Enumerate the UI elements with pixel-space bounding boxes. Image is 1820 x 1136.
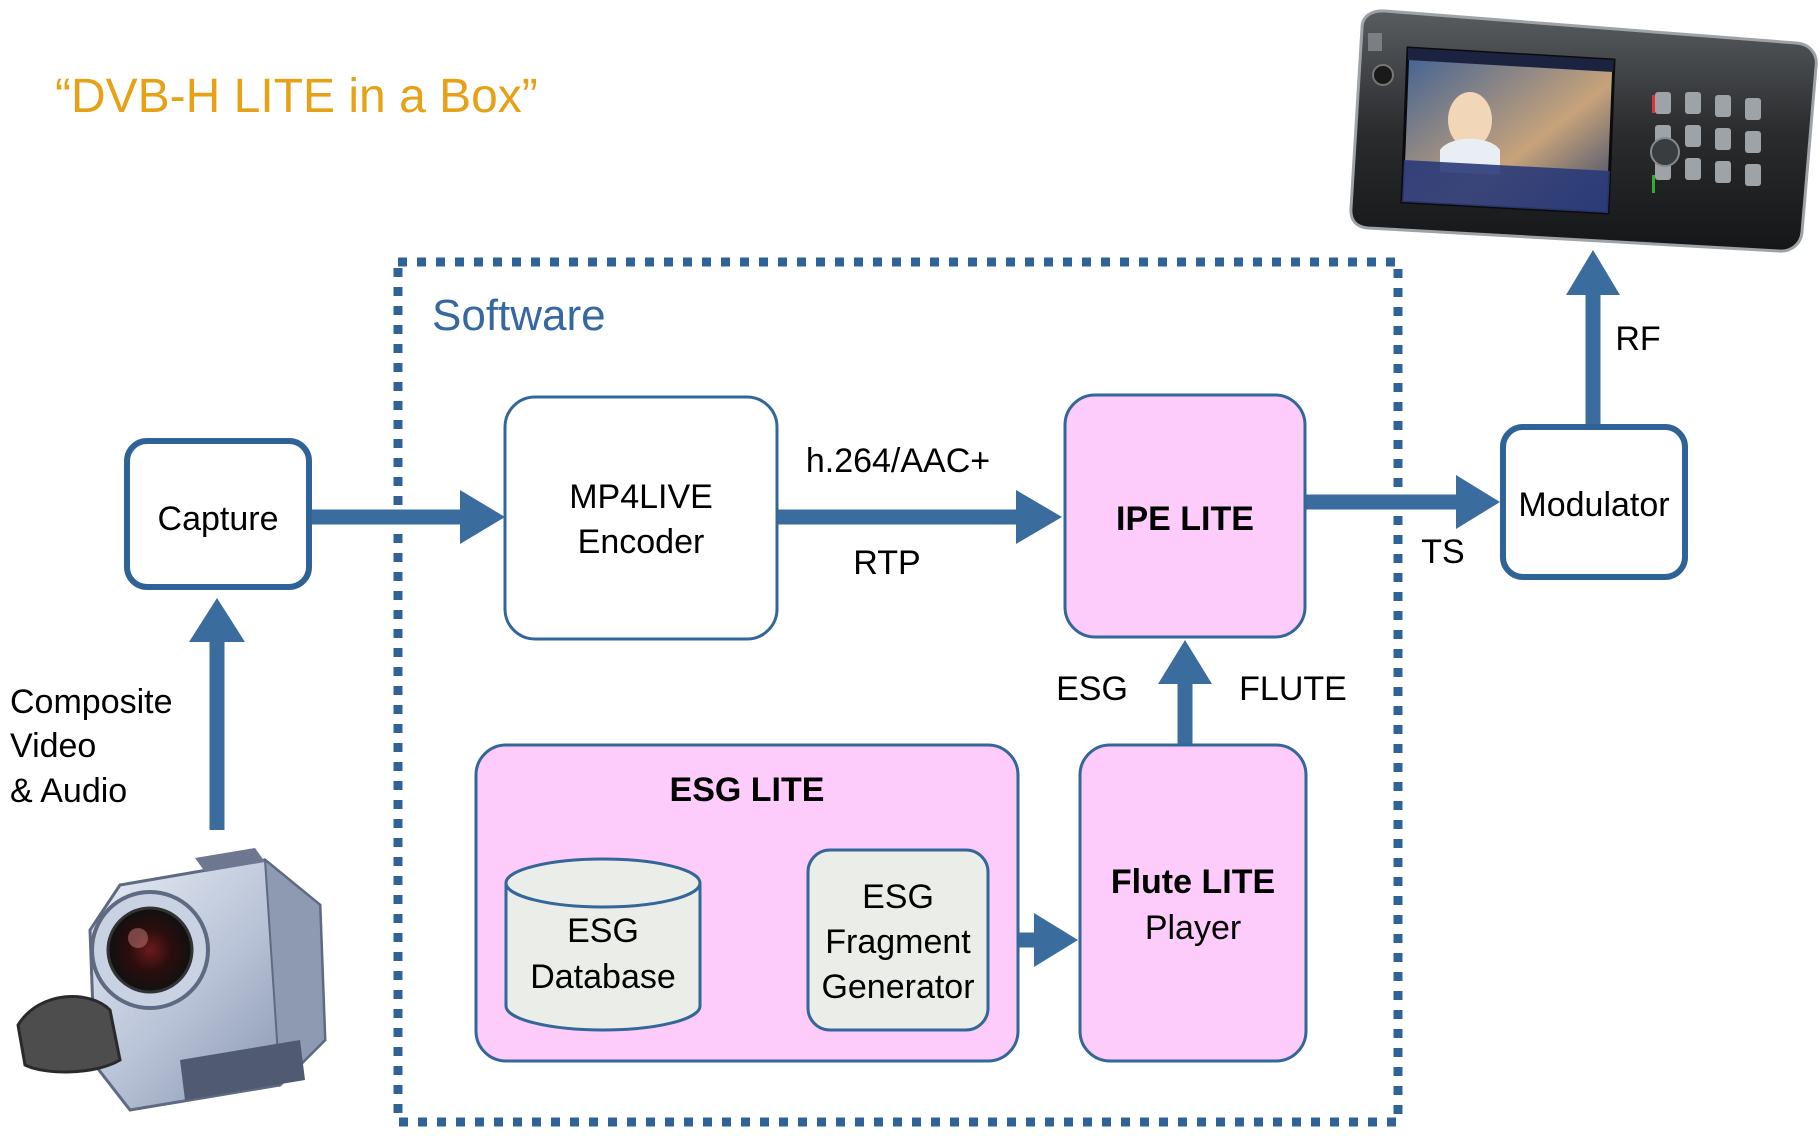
database-cylinder-body (504, 883, 702, 1032)
arrowhead-capture (189, 598, 245, 642)
arrowhead-encoder (460, 490, 505, 544)
input-label-line3: & Audio (10, 772, 127, 810)
codec-label: h.264/AAC+ (806, 442, 990, 480)
ipe-lite-box (1063, 393, 1307, 639)
arrowhead-ipe-bottom (1158, 640, 1212, 684)
arrowhead-ipe (1016, 490, 1062, 544)
modulator-block: Modulator (1500, 424, 1688, 580)
flute-lite-block: Flute LITE Player (1078, 743, 1308, 1063)
arrowhead-modulator (1456, 475, 1500, 529)
database-cylinder-top (504, 857, 702, 909)
capture-block: Capture (124, 438, 312, 590)
input-label: Composite Video & Audio (10, 683, 173, 810)
encoder-block: MP4LIVE Encoder (503, 395, 779, 641)
encoder-label-line1: MP4LIVE (569, 478, 713, 516)
flute-arrow-label: FLUTE (1239, 670, 1347, 708)
flute-lite-label-line2: Player (1145, 909, 1241, 947)
generator-label-line2: Fragment (825, 923, 971, 961)
rf-label: RF (1615, 320, 1660, 358)
capture-label: Capture (158, 500, 279, 538)
esg-lite-block: ESG LITE ESG Database ESG Fragment Gener… (474, 743, 1020, 1063)
input-label-line1: Composite (10, 683, 173, 721)
arrowhead-flute (1034, 913, 1078, 967)
encoder-label-line2: Encoder (578, 523, 705, 561)
ipe-lite-block: IPE LITE (1063, 393, 1307, 639)
esg-database: ESG Database (504, 857, 702, 1032)
esg-lite-label: ESG LITE (670, 771, 825, 809)
flute-lite-label-line1: Flute LITE (1111, 863, 1275, 901)
database-label-line2: Database (530, 958, 676, 996)
esg-arrow-label: ESG (1056, 670, 1128, 708)
modulator-box (1500, 424, 1688, 580)
input-label-line2: Video (10, 727, 96, 765)
capture-box (124, 438, 312, 590)
generator-box (806, 848, 990, 1032)
generator-label-line1: ESG (862, 878, 934, 916)
generator-label-line3: Generator (821, 968, 974, 1006)
esg-fragment-generator: ESG Fragment Generator (806, 848, 990, 1032)
mobile-phone-icon (1349, 9, 1818, 253)
encoder-box (503, 395, 779, 641)
database-label-line1: ESG (567, 912, 639, 950)
arrowhead-phone (1566, 250, 1620, 295)
software-label: Software (432, 291, 606, 340)
rtp-label: RTP (853, 544, 920, 582)
flute-lite-box (1078, 743, 1308, 1063)
software-container (393, 257, 1403, 1127)
modulator-label: Modulator (1518, 486, 1669, 524)
ipe-lite-label: IPE LITE (1116, 500, 1254, 538)
camcorder-icon (16, 848, 327, 1112)
ts-label: TS (1421, 533, 1464, 571)
diagram-title: “DVB-H LITE in a Box” (55, 70, 538, 123)
